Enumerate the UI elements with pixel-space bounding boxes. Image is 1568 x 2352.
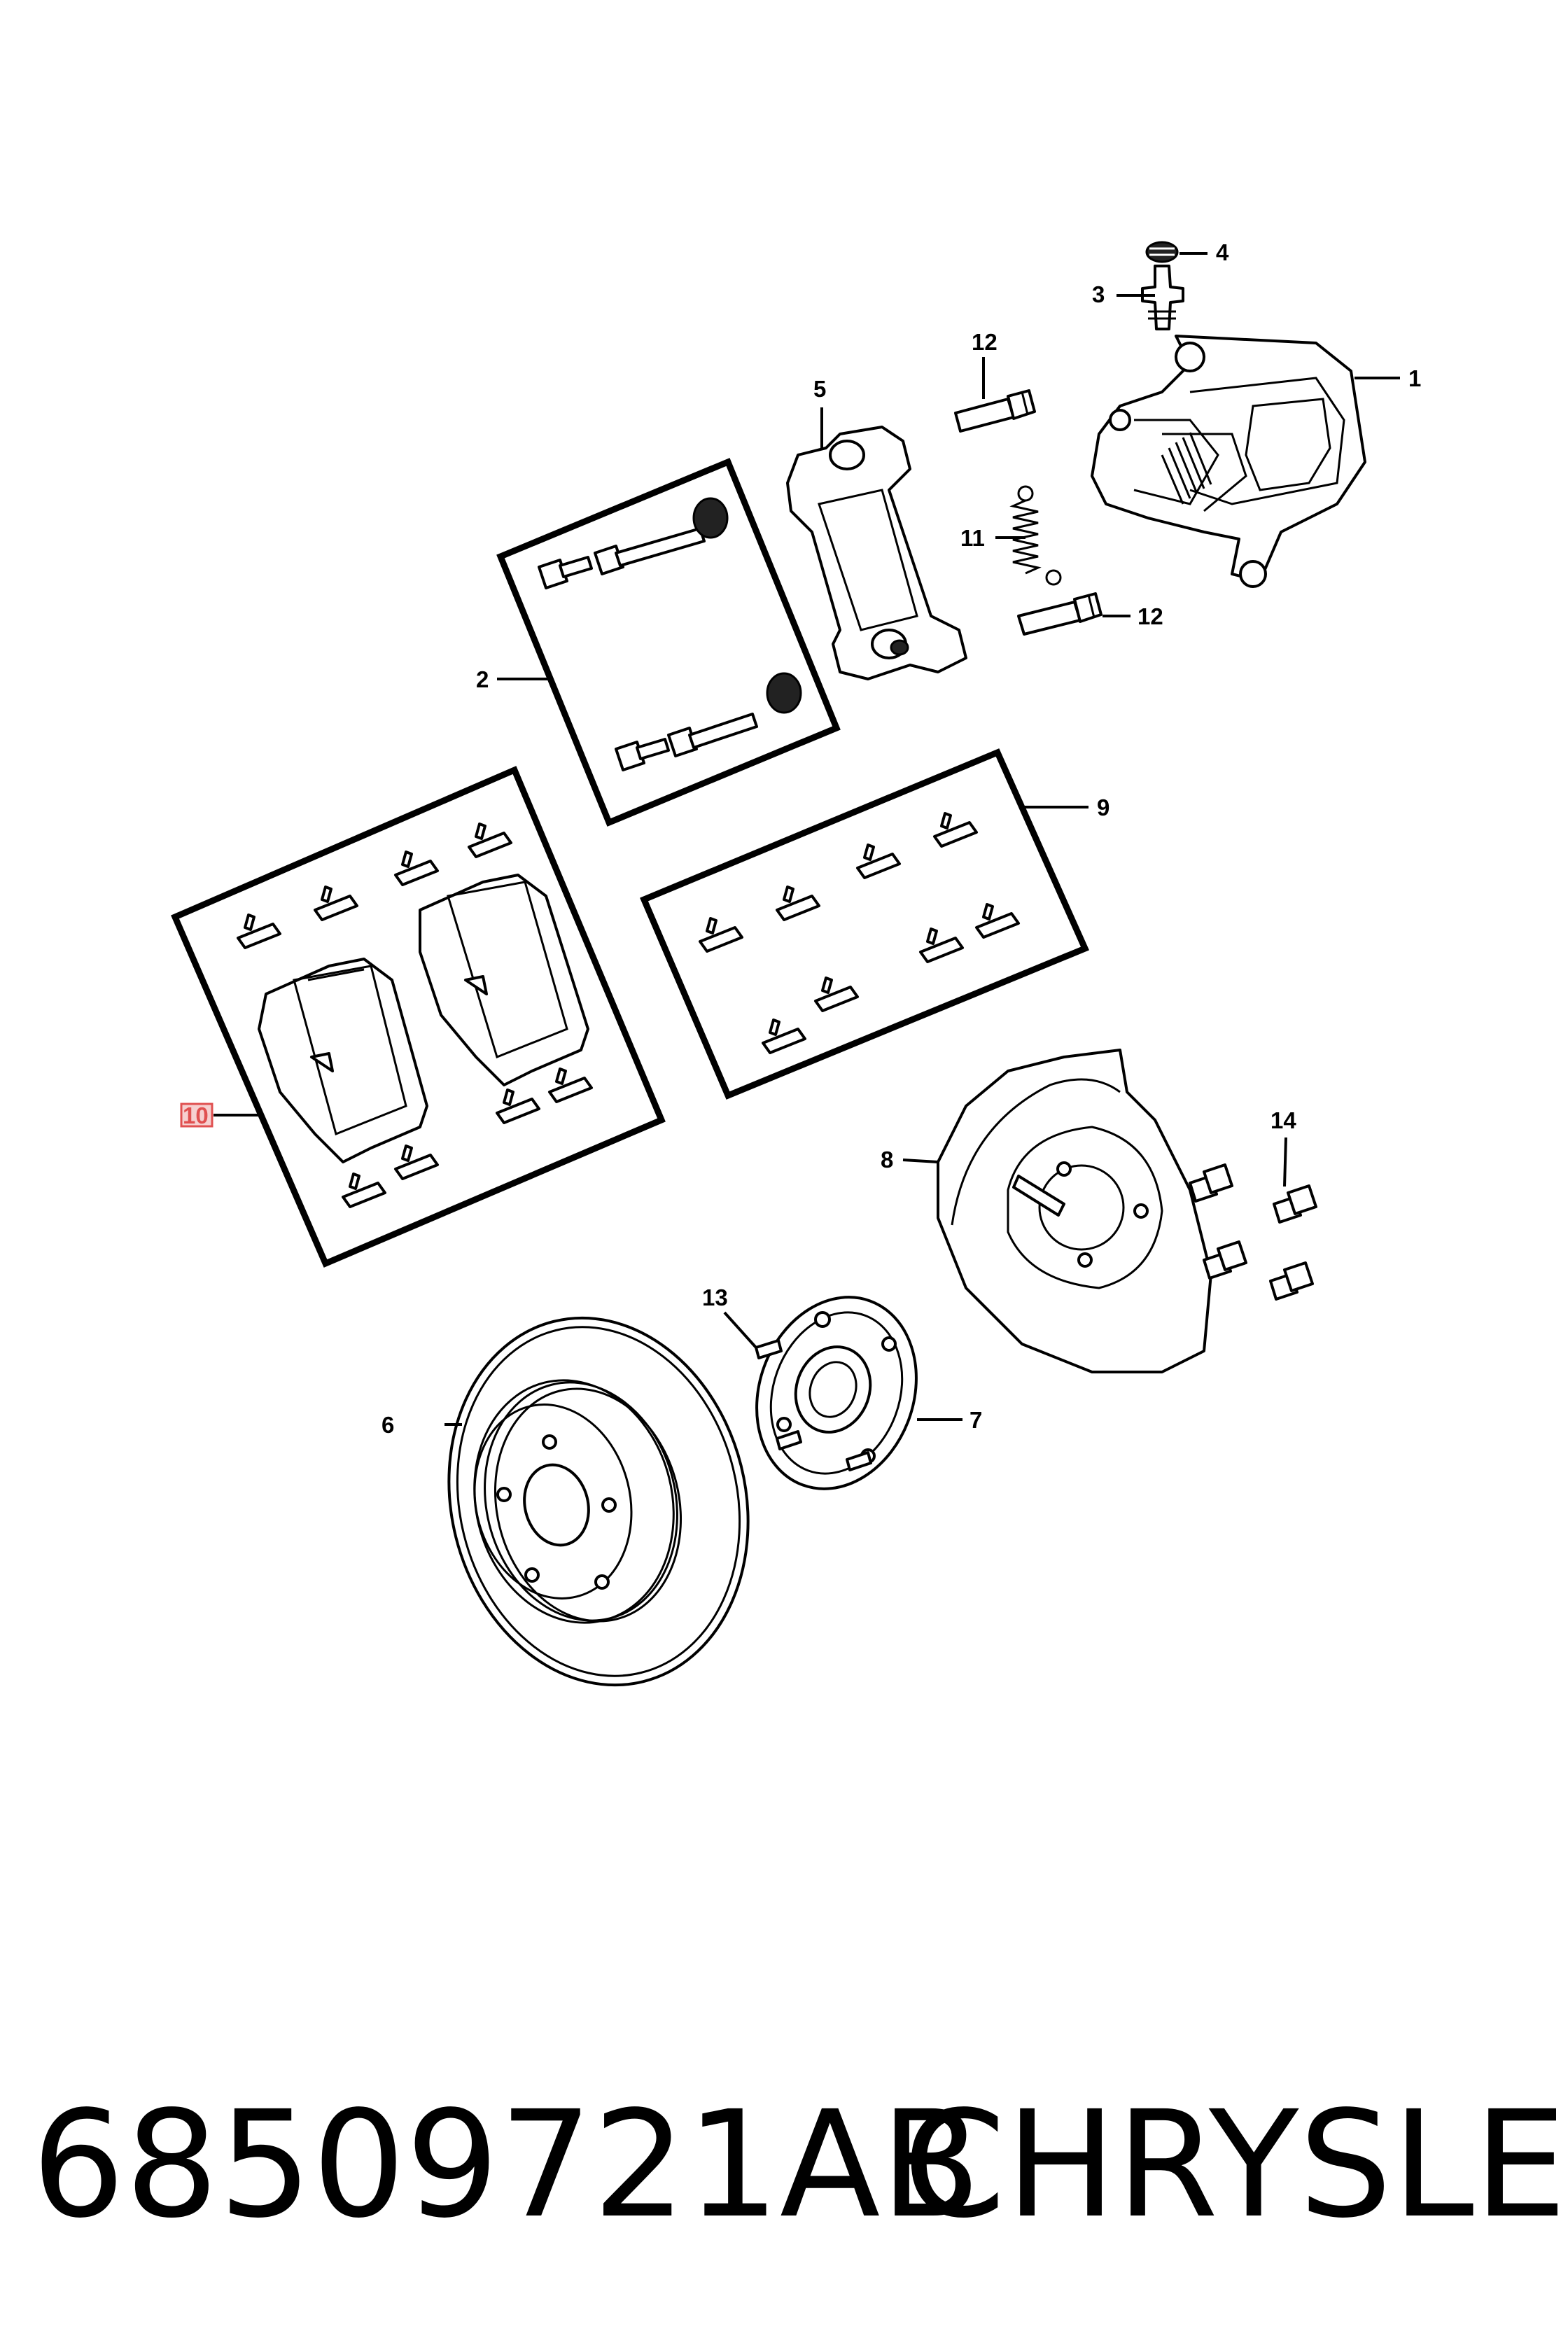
boot-2: [766, 672, 802, 714]
callout-10[interactable]: 10: [180, 1102, 214, 1128]
pin-kit-part-2[interactable]: [496, 458, 841, 827]
callout-7[interactable]: 7: [969, 1407, 982, 1433]
caliper-part-1[interactable]: [1091, 335, 1366, 588]
callout-1[interactable]: 1: [1408, 365, 1421, 391]
bleeder-screw-part-3[interactable]: [1141, 265, 1184, 330]
pin-bolt-1: [538, 556, 593, 589]
callout-2[interactable]: 2: [476, 666, 489, 692]
guide-pin-1: [594, 527, 706, 575]
boot-1: [692, 497, 729, 539]
footer: 68509721AB CHRYSLER: [31, 2079, 1568, 2250]
dust-shield-part-8[interactable]: [937, 1049, 1212, 1373]
callout-3[interactable]: 3: [1092, 281, 1105, 307]
callout-4[interactable]: 4: [1216, 239, 1229, 265]
spring-part-11[interactable]: [1009, 485, 1062, 586]
part-number: 68509721AB: [31, 2079, 981, 2250]
callout-12a[interactable]: 12: [972, 329, 997, 355]
clips-9: [699, 812, 1020, 1054]
brake-pad-kit-part-10[interactable]: [171, 766, 666, 1268]
callout-9[interactable]: 9: [1097, 794, 1110, 820]
callout-12b[interactable]: 12: [1138, 603, 1163, 629]
callouts: 1 2 3 4 5 6 7 8 9 10 11 12 12 13 14: [180, 239, 1421, 1438]
hub-bearing-part-7[interactable]: [731, 1275, 942, 1511]
brake-pad-2: [419, 874, 589, 1086]
rotor-part-6[interactable]: [411, 1286, 786, 1717]
bolt-part-12b[interactable]: [1017, 592, 1102, 636]
caliper-bracket-part-5[interactable]: [786, 426, 967, 680]
brand-name: CHRYSLER: [903, 2079, 1568, 2250]
callout-5[interactable]: 5: [813, 376, 826, 402]
callout-6[interactable]: 6: [382, 1412, 394, 1438]
bolt-part-12a[interactable]: [954, 389, 1036, 433]
clips-10: [237, 822, 593, 1208]
pin-bolt-2: [615, 738, 670, 771]
bolt-part-14[interactable]: [1189, 1163, 1317, 1301]
leader-lines: [214, 252, 1400, 1426]
svg-text:10: 10: [183, 1102, 209, 1128]
callout-14[interactable]: 14: [1270, 1107, 1296, 1133]
clip-kit-part-9[interactable]: [640, 748, 1089, 1100]
callout-13[interactable]: 13: [702, 1284, 728, 1310]
callout-8[interactable]: 8: [881, 1147, 893, 1172]
brake-pad-1: [258, 958, 428, 1163]
bleeder-cap-part-4[interactable]: [1145, 241, 1179, 263]
guide-pin-2: [667, 713, 758, 757]
callout-11[interactable]: 11: [960, 525, 985, 551]
